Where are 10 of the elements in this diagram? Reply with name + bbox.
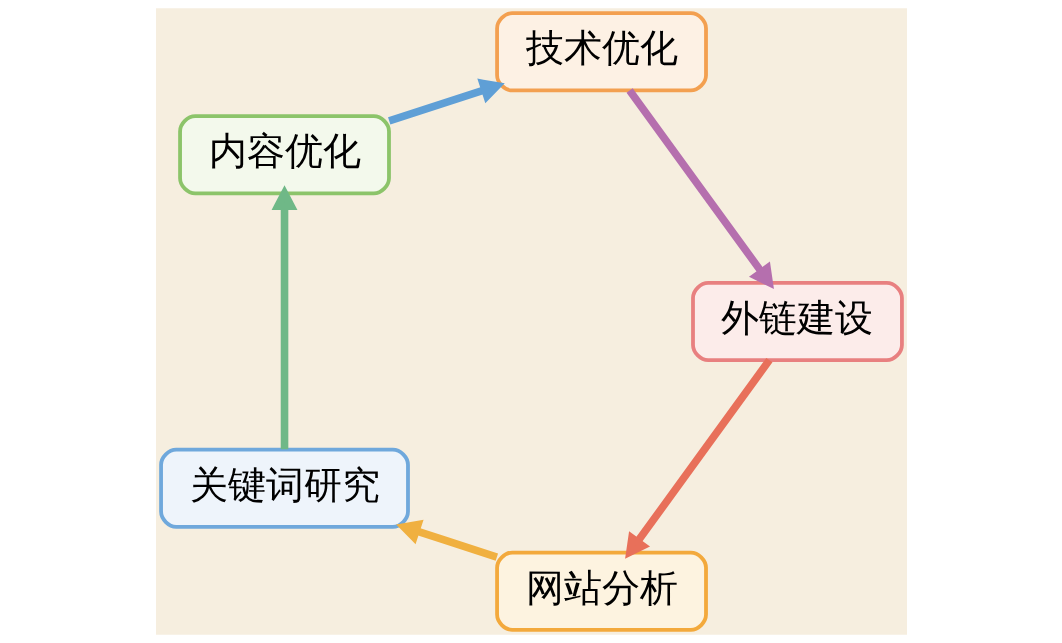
arrow (387, 78, 505, 125)
arrow (624, 357, 772, 559)
node-box: 网站分析 (494, 550, 708, 632)
node-box: 关键词研究 (158, 447, 410, 529)
node-box: 内容优化 (177, 114, 391, 196)
node-box: 技术优化 (494, 11, 708, 93)
node-box: 外链建设 (690, 281, 904, 362)
arrow (626, 88, 774, 290)
arrow (395, 519, 498, 561)
arrow (271, 185, 297, 450)
